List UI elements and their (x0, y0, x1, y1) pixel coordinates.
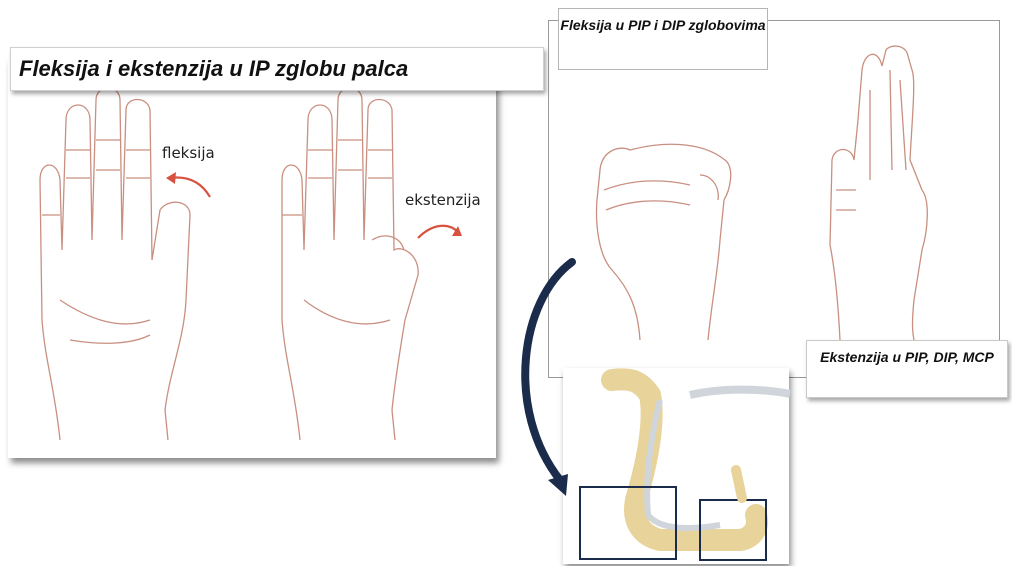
extension-label: ekstenzija (405, 191, 481, 209)
curved-arrow-icon (521, 258, 576, 484)
hand-pip-dip-flexion (595, 143, 732, 341)
extension-caption: Ekstenzija u PIP, DIP, MCP (820, 349, 994, 365)
extension-caption-box: Ekstenzija u PIP, DIP, MCP (806, 340, 1008, 398)
tendon-anatomy (579, 368, 791, 561)
thumb-panel-title-box: Fleksija i ekstenzija u IP zglobu palca (10, 47, 544, 91)
pip-dip-title: Fleksija u PIP i DIP zglobovima (560, 17, 766, 33)
hand-thumb-flexion (39, 87, 191, 441)
hand-thumb-extension (281, 87, 419, 441)
flexion-arrow-icon (169, 176, 211, 198)
hand-extended (829, 45, 928, 341)
flexion-label: fleksija (162, 144, 215, 162)
extension-arrow-icon (417, 224, 459, 239)
pip-dip-title-box: Fleksija u PIP i DIP zglobovima (558, 8, 768, 70)
pip-dip-panel (548, 20, 1000, 378)
thumb-panel-title: Fleksija i ekstenzija u IP zglobu palca (19, 56, 409, 81)
